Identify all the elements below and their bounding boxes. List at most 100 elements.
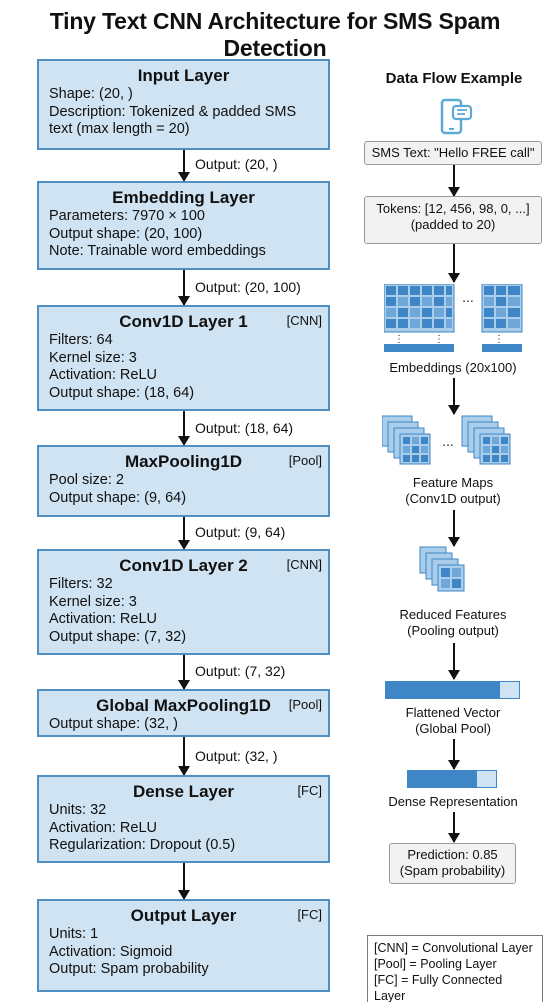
layer-detail: Shape: (20, ) (49, 86, 133, 102)
svg-text:⋮: ⋮ (394, 334, 404, 345)
flattened-vector-label: Flattened Vector (405, 705, 501, 720)
flow-arrow (178, 655, 190, 690)
diagram-title: Tiny Text CNN Architecture for SMS Spam … (49, 8, 501, 61)
sms-text: SMS Text: "Hello FREE call" (371, 145, 535, 160)
connection-label: Output: (32, ) (195, 748, 278, 764)
layer-detail: Description: Tokenized & padded SMS text… (49, 103, 297, 138)
conv1d-layer-2-box: Conv1D Layer 2 [CNN] Filters: 32 Kernel … (37, 549, 330, 655)
sms-text-box: SMS Text: "Hello FREE call" (364, 141, 542, 165)
reduced-features-caption: Reduced Features (Pooling output) (364, 607, 542, 639)
smartphone-message-icon (440, 98, 473, 135)
connection-label: Output: (7, 32) (195, 663, 286, 679)
feature-maps-label: Feature Maps (412, 475, 494, 490)
layer-type-tag: [CNN] (286, 557, 322, 572)
matrix-block-left (384, 284, 455, 333)
layer-name: Input Layer (137, 66, 230, 85)
layer-detail: Output shape: (9, 64) (49, 489, 187, 506)
flow-arrow (178, 270, 190, 306)
legend-item: [Pool] = Pooling Layer (374, 957, 497, 971)
layer-detail: Filters: 32 (49, 576, 113, 592)
layer-name: MaxPooling1D (124, 452, 243, 471)
layer-name: Dense Layer (132, 782, 235, 801)
layer-type-tag: [Pool] (288, 453, 322, 468)
layer-detail: Activation: Sigmoid (49, 943, 173, 960)
layer-detail: Activation: ReLU (49, 367, 157, 383)
layer-type-tag: [FC] (297, 907, 322, 922)
layer-detail: Activation: ReLU (49, 819, 157, 836)
prediction-box: Prediction: 0.85 (Spam probability) (389, 843, 516, 884)
global-maxpooling1d-layer-box: Global MaxPooling1D [Pool] Output shape:… (37, 689, 330, 737)
feature-maps-graphic: ... (382, 415, 511, 465)
feature-maps-ellipsis: ... (442, 433, 454, 449)
connection-label: Output: (20, ) (195, 156, 278, 172)
dense-representation-caption: Dense Representation (388, 794, 518, 809)
layer-detail: Filters: 64 (49, 332, 113, 348)
legend-item: [CNN] = Convolutional Layer (374, 941, 533, 955)
layer-name: Output Layer (130, 906, 237, 925)
flow-arrow (448, 510, 460, 547)
embeddings-caption: Embeddings (20x100) (389, 360, 517, 375)
flattened-vector-bar (385, 681, 520, 699)
data-flow-title: Data Flow Example (385, 70, 523, 87)
reduced-features-note: (Pooling output) (407, 623, 499, 638)
layer-detail: Pool size: 2 (49, 472, 124, 488)
tokens-note: (padded to 20) (410, 217, 496, 232)
legend-item: [FC] = Fully Connected Layer (374, 973, 503, 1002)
dense-representation-bar (407, 770, 497, 788)
output-layer-box: Output Layer [FC] Units: 1 Activation: S… (37, 899, 330, 992)
matrix-block-right (481, 284, 523, 333)
layer-detail: Output shape: (7, 32) (49, 628, 187, 645)
layer-name: Global MaxPooling1D (96, 696, 271, 715)
layer-type-tag: [CNN] (286, 313, 322, 328)
flattened-vector-caption: Flattened Vector (Global Pool) (364, 705, 542, 737)
flow-arrow (448, 812, 460, 843)
layer-detail: Kernel size: 3 (49, 593, 137, 610)
conv1d-layer-1-box: Conv1D Layer 1 [CNN] Filters: 64 Kernel … (37, 305, 330, 411)
flow-arrow (448, 244, 460, 283)
connection-label: Output: (20, 100) (195, 279, 301, 295)
embedding-layer-box: Embedding Layer Parameters: 7970 × 100 O… (37, 181, 330, 270)
tokens-text: Tokens: [12, 456, 98, 0, ...] (376, 201, 530, 216)
flattened-vector-note: (Global Pool) (415, 721, 491, 736)
layer-detail: Output: Spam probability (49, 961, 209, 977)
flow-arrow (448, 643, 460, 680)
layer-detail: Units: 32 (49, 802, 107, 818)
embedding-matrix-graphic: ... ⋮ ⋮ ⋮ (384, 284, 523, 352)
layer-detail: Activation: ReLU (49, 611, 157, 627)
layer-detail: Units: 1 (49, 926, 99, 942)
flow-arrow (448, 165, 460, 197)
svg-text:⋮: ⋮ (494, 334, 504, 345)
tokens-box: Tokens: [12, 456, 98, 0, ...] (padded to… (364, 196, 542, 244)
connection-label: Output: (18, 64) (195, 420, 294, 436)
prediction-note: (Spam probability) (399, 863, 506, 878)
layer-detail: Output shape: (18, 64) (49, 384, 195, 401)
reduced-features-label: Reduced Features (399, 607, 507, 622)
prediction-value: Prediction: 0.85 (407, 847, 498, 862)
svg-text:⋮: ⋮ (434, 334, 444, 345)
input-layer-box: Input Layer Shape: (20, ) Description: T… (37, 59, 330, 150)
layer-detail: Regularization: Dropout (0.5) (49, 837, 236, 853)
matrix-ellipsis: ... (462, 289, 474, 305)
layer-name: Conv1D Layer 1 (119, 312, 248, 331)
flow-arrow (448, 378, 460, 415)
flow-arrow (178, 517, 190, 550)
feature-maps-caption: Feature Maps (Conv1D output) (364, 475, 542, 507)
dense-layer-box: Dense Layer [FC] Units: 32 Activation: R… (37, 775, 330, 863)
feature-maps-note: (Conv1D output) (405, 491, 501, 506)
maxpooling1d-layer-box: MaxPooling1D [Pool] Pool size: 2 Output … (37, 445, 330, 517)
layer-detail: Output shape: (32, ) (49, 716, 178, 732)
layer-detail: Output shape: (20, 100) (49, 225, 203, 242)
layer-type-tag: [Pool] (288, 697, 322, 712)
layer-detail: Parameters: 7970 × 100 (49, 208, 205, 224)
flow-arrow (178, 737, 190, 776)
connection-label: Output: (9, 64) (195, 524, 286, 540)
flow-arrow (448, 739, 460, 770)
layer-name: Conv1D Layer 2 (119, 556, 248, 575)
flow-arrow (178, 863, 190, 900)
legend: [CNN] = Convolutional Layer [Pool] = Poo… (367, 935, 543, 1002)
reduced-features-graphic (419, 546, 465, 592)
layer-type-tag: [FC] (297, 783, 322, 798)
layer-detail: Note: Trainable word embeddings (49, 243, 266, 259)
flow-arrow (178, 150, 190, 182)
layer-name: Embedding Layer (112, 188, 255, 207)
